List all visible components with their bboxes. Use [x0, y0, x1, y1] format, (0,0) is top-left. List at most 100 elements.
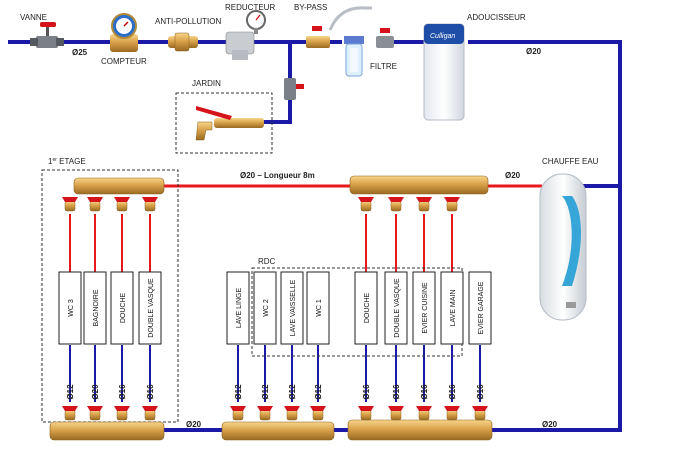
cold-outlet-valve-icon — [284, 406, 300, 421]
outlet-diameter-label: Ø12 — [288, 384, 297, 400]
garden-branch-valve-icon — [284, 78, 304, 100]
label-filtre: FILTRE — [370, 62, 397, 71]
rdc-box — [251, 267, 463, 357]
label-reducteur: REDUCTEUR — [225, 3, 275, 12]
outlet-label: EVIER GARAGE — [478, 281, 485, 334]
outlet-box: LAVE LINGE — [226, 271, 250, 345]
outlet-label: LAVE MAIN — [450, 290, 457, 327]
cold-outlet-valve-icon — [257, 406, 273, 421]
cold-outlet-valve-icon — [62, 406, 78, 421]
outlet-box: WC 3 — [58, 271, 82, 345]
cold-water-pipes — [8, 40, 622, 432]
jardin-box — [175, 92, 273, 154]
outlet-label: WC 2 — [263, 299, 270, 317]
hot-outlet-valve-icon — [444, 197, 460, 212]
outlet-label: DOUCHE — [364, 293, 371, 324]
outlet-diameter-label: Ø12 — [66, 384, 75, 400]
hot-outlet-valve-icon — [142, 197, 158, 212]
outlet-diameter-label: Ø16 — [392, 384, 401, 400]
outlet-diameter-label: Ø12 — [234, 384, 243, 400]
label-longueur: Ø20 – Longueur 8m — [240, 171, 315, 180]
hot-outlet-pipes — [69, 214, 453, 272]
outlet-label: WC 1 — [316, 299, 323, 317]
outlet-box: WC 1 — [306, 271, 330, 345]
cold-outlet-valve-icon — [310, 406, 326, 421]
softener-logo: Culligan — [430, 33, 455, 40]
outlet-label: LAVE LINGE — [236, 288, 243, 329]
outlet-box: EVIER CUISINE — [412, 271, 436, 345]
manifolds — [49, 175, 493, 441]
outlet-diameter-label: Ø16 — [362, 384, 371, 400]
labels: VANNE COMPTEUR ANTI-POLLUTION REDUCTEUR … — [20, 3, 599, 429]
cold-outlet-valve-icon — [388, 406, 404, 421]
manifold-etage-cold — [49, 421, 165, 441]
outlet-diameter-label: Ø20 — [91, 384, 100, 400]
cold-outlet-valve-icon — [230, 406, 246, 421]
manifold-rdc-cold-left — [221, 421, 335, 441]
outlet-label: EVIER CUISINE — [422, 282, 429, 334]
outlet-box: BAGNOIRE — [83, 271, 107, 345]
main-valve-icon — [30, 22, 64, 48]
outlet-box: DOUBLE VASQUE — [138, 271, 162, 345]
outlet-box: DOUCHE — [110, 271, 134, 345]
outlet-diameter-label: Ø12 — [261, 384, 270, 400]
outlet-label: DOUBLE VASQUE — [394, 278, 401, 338]
hot-outlet-valve-icon — [62, 197, 78, 212]
outlet-box: LAVE VAISSELLE — [280, 271, 304, 345]
hot-outlet-valve-icon — [114, 197, 130, 212]
hot-outlet-valve-icon — [388, 197, 404, 212]
filter-icon — [344, 36, 364, 77]
label-d25: Ø25 — [72, 48, 88, 57]
garden-tap-icon — [195, 106, 264, 141]
manifold-rdc-hot — [349, 175, 489, 195]
cold-outlet-valve-icon — [114, 406, 130, 421]
outlet-diameter-label: Ø16 — [420, 384, 429, 400]
label-d20-top: Ø20 — [526, 47, 542, 56]
label-jardin: JARDIN — [192, 79, 221, 88]
outlet-box: DOUBLE VASQUE — [384, 271, 408, 345]
hot-outlet-valves — [62, 197, 460, 212]
pressure-reducer-icon — [225, 10, 266, 60]
cold-outlet-valve-icon — [358, 406, 374, 421]
outlet-label: DOUCHE — [120, 293, 127, 324]
outlet-label: WC 3 — [68, 299, 75, 317]
cold-outlet-valve-icon — [444, 406, 460, 421]
outlet-diameter-label: Ø16 — [448, 384, 457, 400]
cold-outlet-valve-icon — [142, 406, 158, 421]
label-by-pass: BY-PASS — [294, 3, 327, 12]
cold-outlet-valves — [62, 406, 488, 421]
water-softener-icon: Culligan — [423, 23, 465, 121]
hot-outlet-valve-icon — [87, 197, 103, 212]
label-d20-bot-left: Ø20 — [186, 420, 202, 429]
label-rdc: RDC — [258, 257, 276, 266]
label-adoucisseur: ADOUCISSEUR — [467, 13, 526, 22]
outlet-label: DOUBLE VASQUE — [148, 278, 155, 338]
cold-outlet-valve-icon — [472, 406, 488, 421]
outlet-box: DOUCHE — [354, 271, 378, 345]
outlet-label: BAGNOIRE — [93, 289, 100, 326]
label-d20-bot-right: Ø20 — [542, 420, 558, 429]
water-heater-icon — [539, 173, 587, 321]
cold-outlet-valve-icon — [87, 406, 103, 421]
manifold-etage-hot — [73, 177, 165, 195]
outlet-diameter-label: Ø16 — [146, 384, 155, 400]
label-compteur: COMPTEUR — [101, 57, 147, 66]
softener-valve-icon — [376, 28, 394, 48]
outlet-diameter-label: Ø16 — [118, 384, 127, 400]
label-etage: 1er ETAGE — [48, 157, 86, 166]
by-pass-valve-icon — [306, 6, 372, 48]
water-meter-icon — [110, 13, 138, 52]
outlet-boxes: WC 3 BAGNOIRE DOUCHE DOUBLE VASQUE LAVE LING… — [58, 271, 492, 345]
outlet-label: LAVE VAISSELLE — [290, 279, 297, 336]
outlet-box: LAVE MAIN — [440, 271, 464, 345]
cold-outlet-valve-icon — [416, 406, 432, 421]
cold-outlet-pipes — [69, 345, 481, 402]
label-d20-mid: Ø20 — [505, 171, 521, 180]
diameter-labels: Ø12 Ø20 Ø16 Ø16 Ø12 Ø12 Ø12 Ø12 Ø16 Ø16 Ø16 Ø16 Ø16 — [66, 384, 485, 400]
outlet-diameter-label: Ø16 — [476, 384, 485, 400]
anti-pollution-valve-icon — [168, 32, 198, 52]
outlet-diameter-label: Ø12 — [314, 384, 323, 400]
hot-outlet-valve-icon — [416, 197, 432, 212]
group-boxes — [41, 92, 463, 423]
